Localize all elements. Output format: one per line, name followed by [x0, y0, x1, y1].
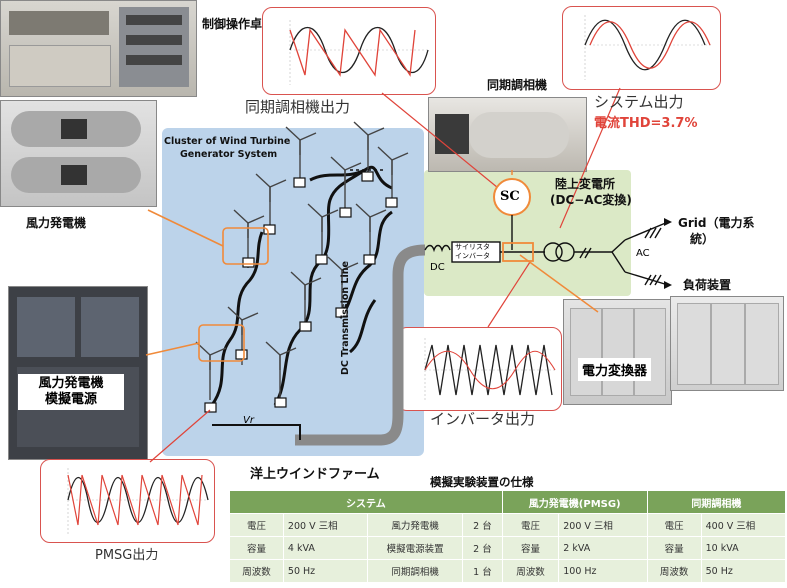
- power-converter-photo: [563, 299, 672, 405]
- spec-table: システム 風力発電機(PMSG) 同期調相機 電圧 200 V 三相 風力発電機…: [229, 490, 787, 583]
- table-cell: 2 kVA: [558, 536, 648, 560]
- table-cell: 電圧: [646, 513, 702, 537]
- table-cell: 電圧: [501, 513, 560, 537]
- pmsg-output-red-wave: [67, 474, 203, 526]
- table-cell: 容量: [229, 536, 284, 560]
- thd-label: 電流THD=3.7%: [594, 116, 698, 131]
- table-cell: 200 V 三相: [558, 513, 648, 537]
- substation-label-2: (DC−AC変換): [550, 193, 632, 207]
- table-row: 周波数 50 Hz 同期調相機 1 台 周波数 100 Hz 周波数 50 Hz: [229, 559, 787, 583]
- sync-condenser-output-waveform: [262, 7, 436, 95]
- table-cell: 1 台: [462, 559, 503, 583]
- synchronous-condenser-photo: [428, 97, 587, 172]
- system-output-waveform: [562, 6, 721, 90]
- system-output-label: システム出力: [594, 93, 684, 111]
- control-desk-label: 制御操作卓: [202, 17, 263, 31]
- inverter-output-black-wave: [424, 344, 553, 396]
- grid-label-2: 統）: [690, 232, 715, 246]
- wind-generator-label: 風力発電機: [26, 216, 87, 230]
- power-converter-label: 電力変換器: [578, 358, 652, 381]
- offshore-farm-label: 洋上ウインドファーム: [250, 467, 380, 482]
- system-output-red-wave: [589, 21, 711, 69]
- table-cell: 400 V 三相: [700, 513, 787, 537]
- substation-label-1: 陸上変電所: [555, 177, 616, 191]
- ac-label: AC: [636, 248, 650, 259]
- table-cell: 200 V 三相: [282, 513, 369, 537]
- sync-output-red-wave: [289, 28, 416, 77]
- wind-generator-photo: [0, 100, 157, 207]
- table-cell: 電圧: [229, 513, 284, 537]
- inverter-output-label: インバータ出力: [430, 410, 536, 428]
- sim-power-label-box: 風力発電機 模擬電源: [18, 374, 124, 410]
- pmsg-output-label: PMSG出力: [95, 548, 159, 563]
- dc-transmission-line: [295, 244, 426, 446]
- sim-power-label-line2: 模擬電源: [44, 392, 97, 407]
- table-cell: 50 Hz: [282, 559, 369, 583]
- spec-group-pmsg: 風力発電機(PMSG): [501, 490, 648, 514]
- inverter-output-red-wave: [424, 350, 556, 390]
- turbine-converters: [204, 171, 398, 413]
- system-output-black-wave: [584, 19, 706, 71]
- pmsg-output-waveform: [40, 459, 215, 543]
- vr-label: Vr: [243, 415, 254, 426]
- turbine-string-wiring: [210, 165, 393, 406]
- highlight-boxes: [145, 209, 269, 362]
- substation-circuit: [424, 178, 669, 286]
- grid-label-1: Grid（電力系: [678, 216, 755, 230]
- wind-turbines: [195, 121, 409, 400]
- table-cell: 周波数: [229, 559, 284, 583]
- table-cell: 風力発電機: [367, 513, 464, 537]
- table-cell: 4 kVA: [282, 536, 369, 560]
- sync-output-label: 同期調相機出力: [245, 98, 351, 116]
- table-cell: 容量: [646, 536, 702, 560]
- dc-label: DC: [430, 262, 445, 273]
- load-device-label: 負荷装置: [683, 278, 732, 292]
- sim-power-label-line1: 風力発電機: [38, 376, 104, 391]
- waveform-leaders: [149, 87, 621, 463]
- control-desk-photo: [0, 0, 197, 97]
- table-cell: 周波数: [501, 559, 560, 583]
- table-cell: 同期調相機: [367, 559, 464, 583]
- table-cell: 100 Hz: [558, 559, 648, 583]
- spec-group-sync: 同期調相機: [646, 490, 787, 514]
- sync-machine-label: 同期調相機: [487, 78, 548, 92]
- table-cell: 2 台: [462, 513, 503, 537]
- table-cell: 模擬電源装置: [367, 536, 464, 560]
- table-row: 容量 4 kVA 模擬電源装置 2 台 容量 2 kVA 容量 10 kVA: [229, 536, 787, 560]
- spec-group-system: システム: [229, 490, 503, 514]
- table-cell: 50 Hz: [700, 559, 787, 583]
- load-device-photo: [670, 296, 784, 391]
- spec-table-title: 模擬実験装置の仕様: [430, 475, 534, 489]
- cluster-title-line1: Cluster of Wind Turbine: [164, 136, 291, 147]
- cluster-title-line2: Generator System: [180, 149, 278, 160]
- dc-bus: [212, 424, 301, 440]
- spec-table-header-row: システム 風力発電機(PMSG) 同期調相機: [229, 490, 787, 514]
- table-row: 電圧 200 V 三相 風力発電機 2 台 電圧 200 V 三相 電圧 400…: [229, 513, 787, 537]
- sc-label: SC: [500, 189, 520, 204]
- inverter-output-waveform: [397, 327, 562, 411]
- table-cell: 容量: [501, 536, 560, 560]
- thyristor-label-2: インバータ: [455, 252, 490, 260]
- thyristor-inverter-label: サイリスタ インバータ: [455, 243, 490, 261]
- offshore-wind-farm-region: [162, 128, 424, 456]
- table-cell: 周波数: [646, 559, 702, 583]
- table-cell: 10 kVA: [700, 536, 787, 560]
- dc-transmission-line-label: DC Transmission Line: [340, 261, 351, 375]
- table-cell: 2 台: [462, 536, 503, 560]
- thyristor-label-1: サイリスタ: [455, 243, 490, 251]
